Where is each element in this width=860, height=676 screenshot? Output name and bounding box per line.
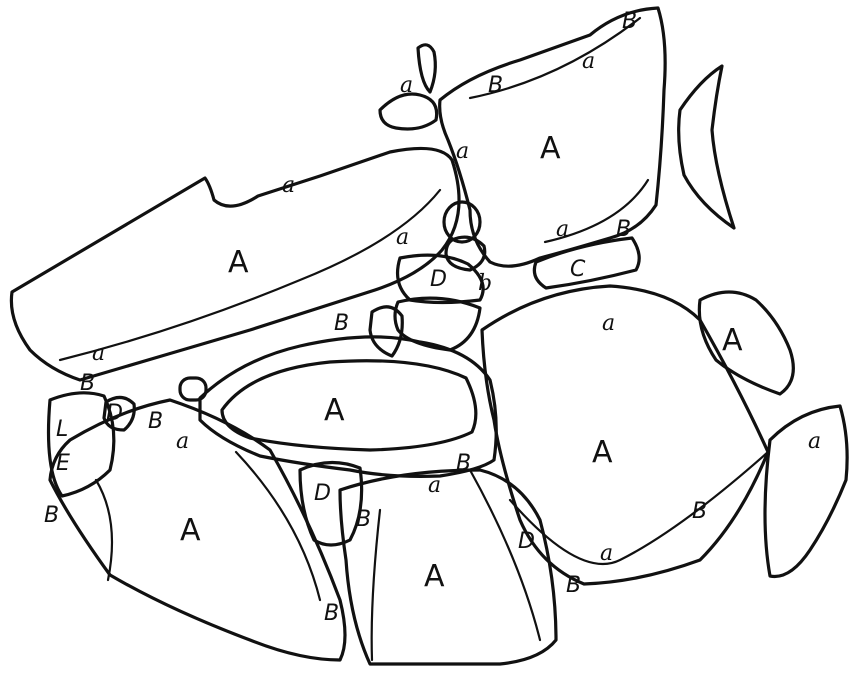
label-b-3: B: [616, 217, 631, 242]
label-a-small-9: a: [602, 311, 615, 336]
label-b-5: B: [80, 371, 95, 396]
label-b-small: b: [478, 271, 492, 296]
label-d-4: D: [430, 267, 447, 292]
label-l: L: [56, 417, 68, 442]
label-d-3: D: [518, 529, 535, 554]
label-c: C: [570, 257, 586, 282]
label-a-lower-left: A: [180, 513, 201, 548]
label-b-2: B: [622, 9, 637, 34]
label-a-small-1: a: [282, 173, 295, 198]
label-b-6: B: [148, 409, 163, 434]
label-a-small-5: a: [556, 217, 569, 242]
label-a-small-6: a: [92, 341, 105, 366]
label-a-small-12: a: [400, 73, 413, 98]
label-b-9: B: [44, 503, 59, 528]
fragment-stippled-core: [200, 337, 496, 477]
label-d-2: D: [314, 481, 331, 506]
label-b-10: B: [324, 601, 339, 626]
label-b-7: B: [456, 451, 471, 476]
fragment-crescent: [679, 66, 734, 228]
label-a-small-3: a: [456, 139, 469, 164]
label-b-8: B: [356, 507, 371, 532]
label-a-core: A: [324, 393, 345, 428]
label-a-lower-center: A: [424, 559, 445, 594]
label-a-small-8: a: [428, 473, 441, 498]
label-a-right-lens: A: [592, 435, 613, 470]
label-b-4: B: [334, 311, 349, 336]
label-e: E: [56, 451, 70, 476]
label-a-far-right: A: [722, 323, 743, 358]
label-a-small-2: a: [396, 225, 409, 250]
label-a-small-4: a: [582, 49, 595, 74]
fragment-c: [534, 238, 639, 288]
label-d-1: D: [106, 401, 123, 426]
label-a-small-7: a: [176, 429, 189, 454]
fragment-nodules: [180, 202, 485, 400]
label-b-11: B: [566, 573, 581, 598]
label-a-upper-right: A: [540, 131, 561, 166]
label-b-12: B: [692, 499, 707, 524]
label-a-upper-left: A: [228, 245, 249, 280]
fragment-lower-center: [340, 470, 556, 664]
label-a-small-11: a: [808, 429, 821, 454]
label-b-1: B: [488, 73, 503, 98]
label-a-small-10: a: [600, 541, 613, 566]
